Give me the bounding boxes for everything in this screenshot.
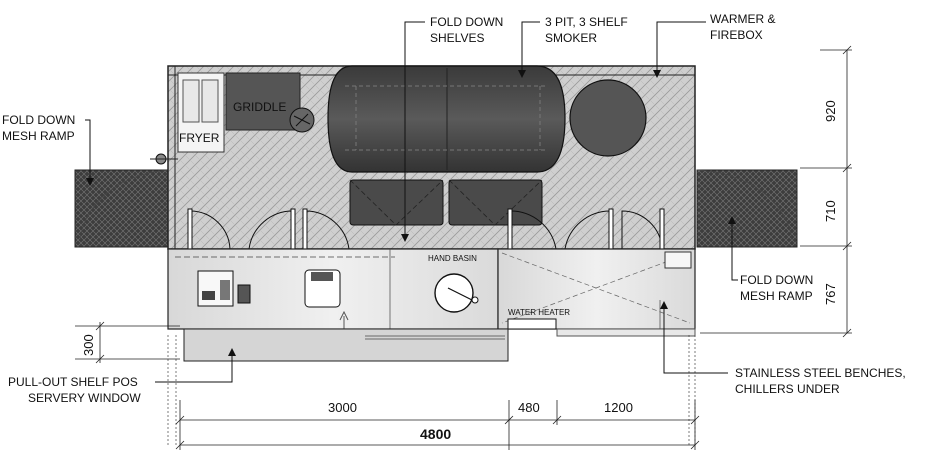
callout-pos-shelf: PULL-OUT SHELF POS SERVERY WINDOW <box>8 375 141 405</box>
fold-down-shelf <box>448 179 543 226</box>
dim-1200: 1200 <box>604 400 633 415</box>
svg-text:FOLD DOWN: FOLD DOWN <box>430 15 503 29</box>
svg-text:FOLD DOWN: FOLD DOWN <box>2 113 75 127</box>
svg-text:SERVERY WINDOW: SERVERY WINDOW <box>28 391 141 405</box>
svg-text:SMOKER: SMOKER <box>545 31 597 45</box>
hand-basin <box>434 273 474 313</box>
shelf-depth-dimension <box>75 321 180 364</box>
dim-710: 710 <box>823 200 838 222</box>
smoker <box>327 65 566 173</box>
fold-down-shelf <box>349 179 444 226</box>
callout-left-ramp: FOLD DOWN MESH RAMP <box>2 113 75 143</box>
horizontal-dimensions <box>175 400 700 450</box>
left-mesh-ramp <box>74 169 172 248</box>
svg-text:FIREBOX: FIREBOX <box>710 28 763 42</box>
svg-text:SHELVES: SHELVES <box>430 31 484 45</box>
hand-basin-label: HAND BASIN <box>428 254 477 263</box>
dim-920: 920 <box>823 100 838 122</box>
warmer-firebox <box>569 79 647 157</box>
water-heater <box>507 318 557 330</box>
svg-text:MESH RAMP: MESH RAMP <box>740 289 813 303</box>
callout-benches: STAINLESS STEEL BENCHES, CHILLERS UNDER <box>735 366 906 396</box>
dim-300: 300 <box>81 334 96 356</box>
right-mesh-ramp <box>696 169 798 248</box>
vertical-dimensions <box>700 45 852 338</box>
callout-right-ramp: FOLD DOWN MESH RAMP <box>740 273 813 303</box>
svg-text:STAINLESS STEEL BENCHES,: STAINLESS STEEL BENCHES, <box>735 366 906 380</box>
pull-out-pos-shelf <box>183 328 509 362</box>
door-swings <box>187 208 665 250</box>
svg-text:MESH RAMP: MESH RAMP <box>2 129 75 143</box>
dim-480: 480 <box>518 400 540 415</box>
svg-text:FOLD DOWN: FOLD DOWN <box>740 273 813 287</box>
griddle <box>225 72 301 131</box>
griddle-label: GRIDDLE <box>233 100 286 114</box>
dim-767: 767 <box>823 283 838 305</box>
callout-warmer-firebox: WARMER & FIREBOX <box>710 12 776 42</box>
callout-fold-down-shelves: FOLD DOWN SHELVES <box>430 15 503 45</box>
leaders <box>85 21 738 383</box>
svg-text:CHILLERS UNDER: CHILLERS UNDER <box>735 382 840 396</box>
svg-text:PULL-OUT SHELF POS: PULL-OUT SHELF POS <box>8 375 138 389</box>
card-reader <box>237 284 251 304</box>
dim-3000: 3000 <box>328 400 357 415</box>
svg-text:3 PIT, 3 SHELF: 3 PIT, 3 SHELF <box>545 15 628 29</box>
svg-text:WARMER &: WARMER & <box>710 12 776 26</box>
fryer-label: FRYER <box>179 131 220 145</box>
stainless-bench-right <box>497 248 696 330</box>
dim-4800-total: 4800 <box>420 426 451 442</box>
water-heater-label: WATER HEATER <box>508 308 570 317</box>
callout-smoker: 3 PIT, 3 SHELF SMOKER <box>545 15 628 45</box>
